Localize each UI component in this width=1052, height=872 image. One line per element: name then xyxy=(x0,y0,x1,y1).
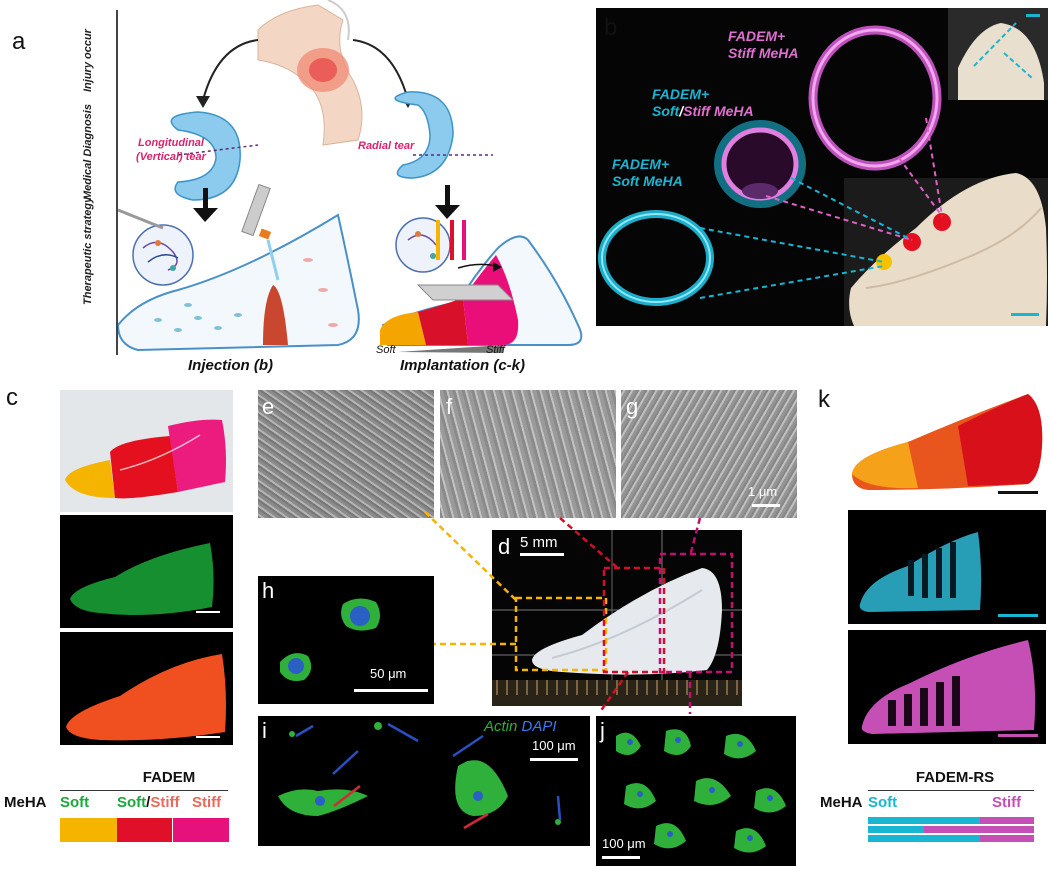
table-c-swatch-soft xyxy=(60,818,117,842)
stage-bar xyxy=(116,10,118,355)
scalebar-g xyxy=(752,504,780,507)
label-fadem-soft: FADEM+ Soft MeHA xyxy=(612,156,683,189)
gradient-stiff-label: Stiff xyxy=(486,344,505,356)
scalebar-i-label: 100 μm xyxy=(532,738,576,753)
table-c-swatch-stiff xyxy=(172,818,229,842)
label-fadem-softstiff: FADEM+ Soft/Stiff MeHA xyxy=(652,86,762,120)
panel-d-letter: d xyxy=(498,534,511,559)
scalebar-j xyxy=(602,856,640,859)
table-c-col2-stiff: Stiff xyxy=(150,794,180,811)
table-c-col2-sep: / xyxy=(146,794,151,811)
table-k-bar-1b xyxy=(980,817,1034,824)
panel-e-letter: e xyxy=(262,394,275,419)
panel-k-photo xyxy=(848,386,1046,504)
panel-a-illustration xyxy=(118,0,583,353)
panel-k-cyan-fluo xyxy=(848,510,1046,624)
tear-right-label: Radial tear xyxy=(358,140,415,152)
scalebar-i xyxy=(530,758,578,761)
table-c-rowlabel: MeHA xyxy=(4,794,47,811)
table-k-bar-1 xyxy=(868,817,980,824)
panel-j-letter: j xyxy=(600,718,605,743)
panel-b-photo xyxy=(596,8,1048,326)
gradient-soft-label: Soft xyxy=(376,344,396,356)
table-k-rowlabel: MeHA xyxy=(820,794,863,811)
panel-e-sem xyxy=(258,390,434,518)
panel-g-sem xyxy=(621,390,797,518)
scalebar-h xyxy=(354,689,428,692)
table-k-bars xyxy=(868,817,1034,843)
panel-b-image xyxy=(596,8,1048,326)
panel-k-letter: k xyxy=(818,386,830,413)
panel-h-letter: h xyxy=(262,578,275,603)
panel-k-magenta-fluo xyxy=(848,630,1046,744)
table-k-bar-2 xyxy=(868,826,924,833)
table-k-title: FADEM-RS xyxy=(915,769,995,786)
table-c-title: FADEM xyxy=(142,769,196,786)
table-k-bar-3 xyxy=(868,835,980,842)
panel-c-red-fluo xyxy=(60,632,233,745)
panel-c-letter: c xyxy=(6,384,18,411)
scalebar-g-label: 1 μm xyxy=(748,484,778,499)
panel-i-legend: Actin DAPI xyxy=(484,718,557,735)
scalebar-d-label: 5 mm xyxy=(520,534,558,551)
table-c-col1: Soft xyxy=(60,794,90,811)
panel-a-letter: a xyxy=(12,28,26,55)
scalebar-h-label: 50 μm xyxy=(370,666,407,681)
panel-c-photo xyxy=(60,390,233,512)
tear-left-label: Longitudinal (Vertical) tear xyxy=(136,137,206,163)
label-fadem-stiff: FADEM+ Stiff MeHA xyxy=(728,28,799,61)
table-c-rule xyxy=(60,790,228,791)
label-fadem-softstiff-line1: FADEM+ xyxy=(652,86,710,102)
panel-h-image xyxy=(258,576,434,704)
panel-g-letter: g xyxy=(626,394,639,419)
label-softstiff-soft: Soft xyxy=(652,103,680,119)
panel-c-green-fluo xyxy=(60,515,233,628)
table-k-soft: Soft xyxy=(868,794,898,811)
table-c-col3: Stiff xyxy=(192,794,222,811)
knee-illustration xyxy=(257,0,363,146)
panel-f-letter: f xyxy=(446,394,453,419)
table-k-stiff: Stiff xyxy=(992,794,1022,811)
panel-d-image xyxy=(492,530,742,706)
caption-injection: Injection (b) xyxy=(188,357,273,374)
table-c-col2-soft: Soft xyxy=(117,794,147,811)
table-k-rule xyxy=(868,790,1034,791)
panel-i-image xyxy=(258,716,590,846)
panel-f-sem xyxy=(440,390,616,518)
legend-dapi: DAPI xyxy=(521,718,557,735)
table-k-bar-3b xyxy=(980,835,1034,842)
table-c-col2: Soft/Stiff xyxy=(117,794,180,811)
scalebar-j-label: 100 μm xyxy=(602,836,646,851)
caption-implantation: Implantation (c-k) xyxy=(400,357,526,374)
scalebar-d xyxy=(520,553,564,556)
panel-i-letter: i xyxy=(262,718,267,743)
label-softstiff-sep: / xyxy=(679,103,684,119)
legend-actin: Actin xyxy=(484,718,518,735)
label-softstiff-stiff: Stiff MeHA xyxy=(683,103,754,119)
table-k-bar-2b xyxy=(924,826,1034,833)
panel-b-letter: b xyxy=(604,14,618,41)
table-c-swatch-mid xyxy=(117,818,172,842)
panel-j-image xyxy=(596,716,796,866)
